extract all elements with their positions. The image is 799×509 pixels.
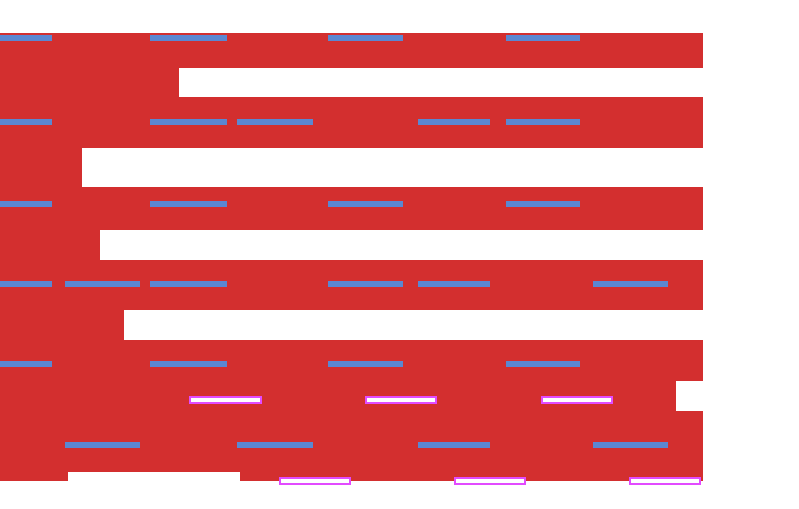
blue-line-marker[interactable] [506,119,580,125]
blue-line-marker[interactable] [328,361,403,367]
magenta-highlight-marker[interactable] [279,477,351,485]
blue-line-marker[interactable] [593,442,668,448]
blue-line-marker[interactable] [0,119,52,125]
blue-line-marker[interactable] [150,281,227,287]
redaction-band [0,148,82,187]
blue-line-marker[interactable] [0,35,52,41]
blue-line-marker[interactable] [418,442,490,448]
redaction-band [0,68,179,97]
paragraph-gap [124,310,703,340]
blue-line-marker[interactable] [506,35,580,41]
blue-line-marker[interactable] [328,281,403,287]
redaction-band [0,310,124,340]
blue-line-marker[interactable] [237,119,313,125]
blue-line-marker[interactable] [0,281,52,287]
magenta-highlight-marker[interactable] [189,396,262,404]
blue-line-marker[interactable] [506,361,580,367]
blue-line-marker[interactable] [593,281,668,287]
paragraph-gap [676,381,703,411]
redaction-band [0,472,68,481]
paragraph-gap [179,68,703,97]
redaction-band [240,472,703,481]
blue-line-marker[interactable] [328,35,403,41]
magenta-highlight-marker[interactable] [454,477,526,485]
paragraph-gap [82,148,799,187]
blue-line-marker[interactable] [150,361,227,367]
blue-line-marker[interactable] [418,119,490,125]
magenta-highlight-marker[interactable] [629,477,701,485]
blue-line-marker[interactable] [65,281,140,287]
magenta-highlight-marker[interactable] [365,396,437,404]
blue-line-marker[interactable] [0,201,52,207]
redaction-band [0,97,703,148]
magenta-highlight-marker[interactable] [541,396,613,404]
blue-line-marker[interactable] [150,35,227,41]
blue-line-marker[interactable] [150,119,227,125]
blue-line-marker[interactable] [65,442,140,448]
paragraph-gap [68,472,240,509]
redaction-band [0,411,703,472]
blue-line-marker[interactable] [0,361,52,367]
redaction-band [0,340,703,381]
blue-line-marker[interactable] [237,442,313,448]
blue-line-marker[interactable] [418,281,490,287]
redaction-band [0,187,703,230]
blue-line-marker[interactable] [506,201,580,207]
redaction-band [0,230,100,260]
blue-line-marker[interactable] [150,201,227,207]
blue-line-marker[interactable] [328,201,403,207]
paragraph-gap [100,230,703,260]
